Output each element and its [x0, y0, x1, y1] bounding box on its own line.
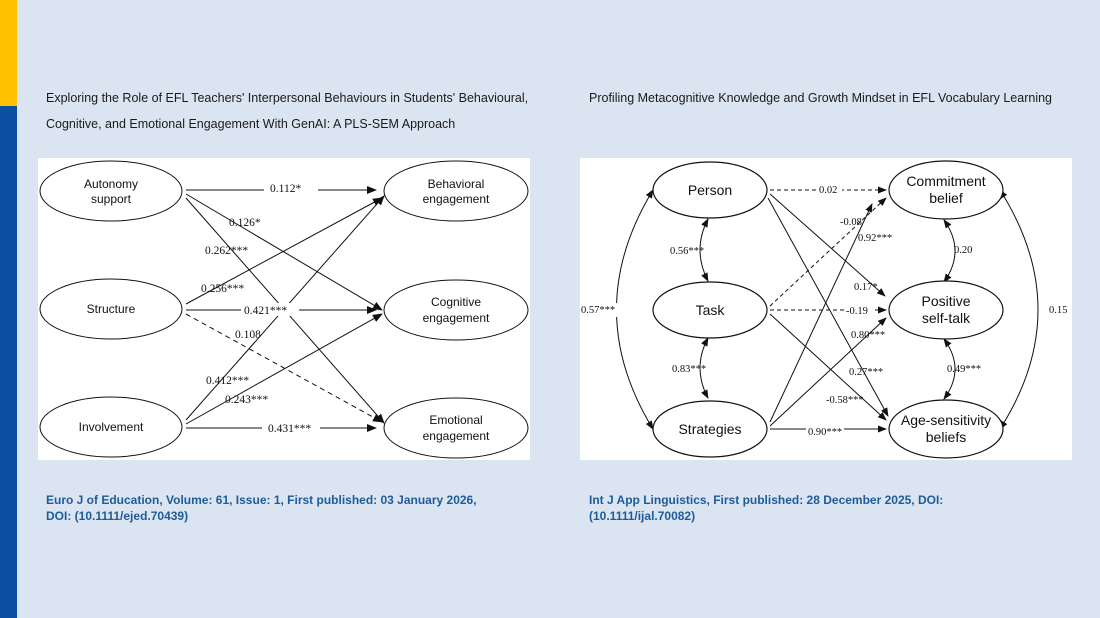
node-strategies: Strategies [652, 400, 768, 458]
coef-autonomy-behavioral: 0.112* [270, 183, 301, 195]
cov-task-strategies [699, 337, 709, 399]
coef-person-strategies: 0.57*** [581, 305, 615, 316]
left-paper-title: Exploring the Role of EFL Teachers' Inte… [46, 85, 566, 137]
coef-involvement-behavioral: 0.412*** [206, 375, 249, 387]
node-cognitive-engagement: Cognitive engagement [383, 279, 529, 341]
left-citation-line-2: DOI: (10.1111/ejed.70439) [46, 509, 189, 523]
coef-task-commitment: -0.08 [840, 217, 862, 228]
coef-person-positive: 0.17* [854, 282, 878, 293]
svg-text:engagement: engagement [423, 311, 490, 325]
left-title-line-2: Cognitive, and Emotional Engagement With… [46, 117, 456, 131]
cov-person-task [699, 218, 709, 282]
coef-commitment-age: 0.15 [1049, 305, 1067, 316]
coef-strategies-positive: -0.58*** [826, 395, 864, 406]
svg-text:support: support [91, 192, 132, 206]
coef-autonomy-emotional: 0.262*** [205, 245, 248, 257]
left-path-coefficients: 0.112* 0.126* 0.262*** 0.256*** 0.421***… [201, 181, 320, 435]
coef-strategies-commitment: 0.92*** [858, 233, 892, 244]
coef-commitment-positive: 0.20 [954, 245, 972, 256]
coef-autonomy-cognitive: 0.126* [229, 217, 261, 229]
right-citation-line-2: (10.1111/ijal.70082) [589, 509, 696, 523]
coef-person-commitment: 0.02 [819, 185, 837, 196]
node-behavioral-engagement: Behavioral engagement [383, 160, 529, 222]
path-structure-behavioral [185, 197, 383, 305]
node-age-sensitivity-beliefs: Age-sensitivity beliefs [888, 399, 1004, 459]
svg-text:belief: belief [929, 190, 963, 206]
svg-text:engagement: engagement [423, 429, 490, 443]
coef-structure-emotional: 0.108 [235, 329, 261, 341]
path-person-age [767, 197, 889, 417]
path-strategies-positive [769, 317, 887, 427]
svg-text:Strategies: Strategies [678, 421, 741, 437]
coef-task-positive: -0.19 [846, 306, 868, 317]
left-citation-line-1: Euro J of Education, Volume: 61, Issue: … [46, 493, 477, 507]
svg-text:beliefs: beliefs [926, 429, 966, 445]
right-title-line: Profiling Metacognitive Knowledge and Gr… [589, 91, 1052, 105]
cov-positive-age [943, 338, 956, 400]
svg-text:Autonomy: Autonomy [84, 177, 138, 191]
cov-commitment-age [999, 189, 1039, 430]
coef-person-age: 0.27*** [849, 367, 883, 378]
svg-text:Structure: Structure [87, 302, 136, 316]
coef-structure-behavioral: 0.256*** [201, 283, 244, 295]
left-path-diagram: Autonomy support Structure Involvement B… [38, 158, 530, 460]
node-commitment-belief: Commitment belief [888, 160, 1004, 220]
coef-task-strategies: 0.83*** [672, 364, 706, 375]
svg-text:Cognitive: Cognitive [431, 295, 481, 309]
coef-task-age: 0.80*** [851, 330, 885, 341]
path-involvement-cognitive [185, 313, 383, 425]
right-citation-line-1: Int J App Linguistics, First published: … [589, 493, 944, 507]
svg-text:Age-sensitivity: Age-sensitivity [901, 412, 991, 428]
node-task: Task [652, 281, 768, 339]
node-person: Person [652, 161, 768, 219]
accent-bar-blue [0, 106, 17, 618]
node-structure: Structure [39, 278, 183, 340]
node-involvement: Involvement [39, 396, 183, 458]
node-positive-self-talk: Positive self-talk [888, 280, 1004, 340]
right-path-diagram: Person Task Strategies Commitment belief… [580, 158, 1072, 460]
svg-text:Emotional: Emotional [429, 413, 482, 427]
svg-text:Positive: Positive [921, 293, 970, 309]
accent-bar-yellow [0, 0, 17, 106]
svg-text:self-talk: self-talk [922, 310, 971, 326]
node-autonomy-support: Autonomy support [39, 160, 183, 222]
left-diagram-svg: Autonomy support Structure Involvement B… [39, 160, 529, 459]
left-title-line-1: Exploring the Role of EFL Teachers' Inte… [46, 91, 529, 105]
svg-text:Person: Person [688, 182, 732, 198]
right-paper-title: Profiling Metacognitive Knowledge and Gr… [589, 85, 1089, 111]
path-strategies-commitment [769, 203, 873, 423]
cov-commitment-positive [943, 219, 956, 283]
coef-involvement-emotional: 0.431*** [268, 423, 311, 435]
coef-involvement-cognitive: 0.243*** [225, 394, 268, 406]
svg-text:Involvement: Involvement [79, 420, 144, 434]
coef-structure-cognitive: 0.421*** [244, 305, 287, 317]
path-task-commitment [769, 197, 887, 307]
path-task-age [769, 313, 887, 421]
path-structure-emotional [185, 313, 383, 423]
svg-text:Commitment: Commitment [906, 173, 985, 189]
svg-text:engagement: engagement [423, 192, 490, 206]
svg-text:Task: Task [696, 302, 726, 318]
right-diagram-svg: Person Task Strategies Commitment belief… [580, 160, 1070, 459]
right-citation: Int J App Linguistics, First published: … [589, 492, 1069, 524]
right-path-coefficients: 0.02 -0.08 0.92*** 0.17* -0.19 0.80*** 0… [580, 183, 1070, 438]
node-emotional-engagement: Emotional engagement [383, 397, 529, 459]
path-autonomy-cognitive [185, 193, 383, 311]
left-citation: Euro J of Education, Volume: 61, Issue: … [46, 492, 526, 524]
path-person-positive [769, 193, 886, 297]
cov-person-strategies [616, 189, 654, 430]
coef-positive-age: 0.49*** [947, 364, 981, 375]
coef-strategies-age: 0.90*** [808, 427, 842, 438]
coef-person-task: 0.56*** [670, 246, 704, 257]
svg-text:Behavioral: Behavioral [428, 177, 485, 191]
